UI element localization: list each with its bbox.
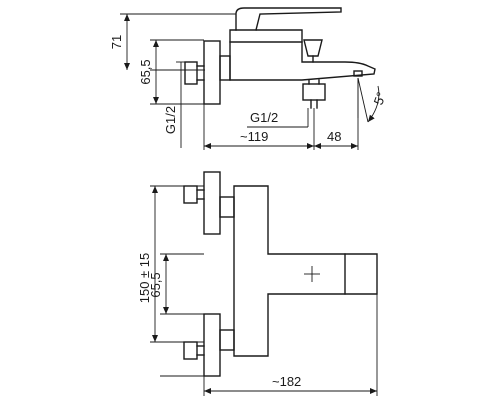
dim-label-g12-bottom: G1/2	[250, 110, 278, 125]
side-diverter-knob	[303, 39, 323, 57]
dim-label-71: 71	[109, 35, 124, 49]
side-mixer-body	[229, 29, 376, 81]
dim-label-65-5-side: 65,5	[138, 59, 153, 84]
side-shower-outlet	[302, 83, 326, 101]
dim-label-48: 48	[327, 129, 341, 144]
dim-label-g12-left: G1/2	[163, 106, 178, 134]
front-upper-flange	[203, 171, 221, 235]
front-upper-nut	[183, 185, 198, 204]
front-upper-stub	[219, 196, 235, 218]
side-view: 71 65,5 G1/2 G1/2 ~119 48 5°	[109, 7, 389, 150]
front-mixer-body	[233, 185, 378, 357]
front-view: 150 ± 15 65,5 ~182	[137, 171, 378, 396]
front-lower-stub	[219, 329, 235, 351]
dim-label-150: 150 ± 15	[137, 253, 152, 304]
dim-label-65-5-front: 65,5	[148, 272, 163, 297]
side-lever-handle	[235, 7, 342, 31]
side-inlet-nut	[184, 61, 198, 85]
dim-label-119: ~119	[240, 129, 268, 144]
side-spout-aerator	[353, 70, 363, 77]
dim-label-182: ~182	[272, 374, 301, 389]
dim-arc-5deg	[367, 85, 380, 123]
side-eccentric-stub	[219, 55, 231, 81]
dim-label-5deg: 5°	[371, 90, 389, 107]
side-wall-flange	[203, 40, 221, 105]
front-lower-flange	[203, 313, 221, 377]
front-lower-nut	[183, 341, 198, 360]
